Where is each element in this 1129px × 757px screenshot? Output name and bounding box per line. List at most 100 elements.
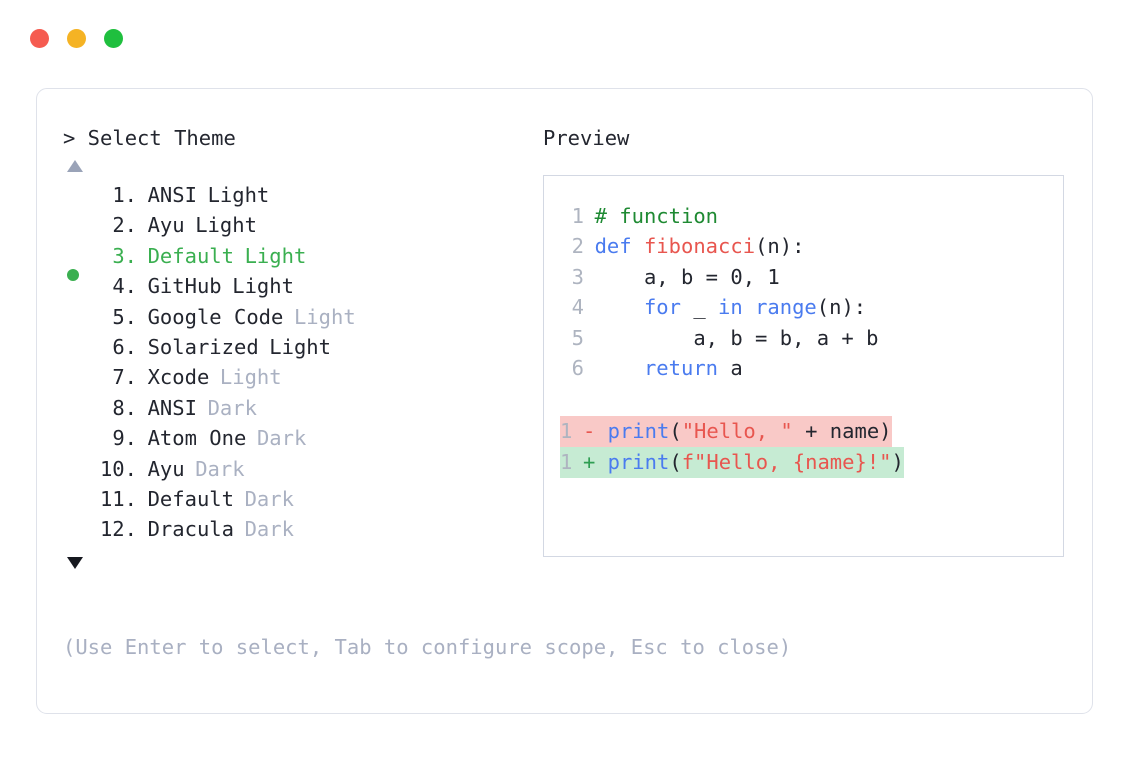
- theme-list-item[interactable]: 4. GitHub Light: [63, 274, 533, 304]
- theme-list-item[interactable]: 6. Solarized Light: [63, 335, 533, 365]
- minimize-window-button[interactable]: [67, 28, 86, 48]
- theme-list-item[interactable]: 11. Default Dark: [63, 487, 533, 517]
- code-token: f"Hello, {name}!": [681, 449, 892, 474]
- keyboard-hint: (Use Enter to select, Tab to configure s…: [63, 635, 792, 659]
- code-line-text: # function: [595, 204, 718, 228]
- code-line-text: def fibonacci(n):: [595, 234, 805, 258]
- code-line: 4 for _ in range(n):: [560, 295, 1063, 325]
- code-line-number: 2: [571, 234, 584, 259]
- theme-item-index: 4.: [112, 274, 137, 299]
- diff-sample: 1- print("Hello, " + name)1+ print(f"Hel…: [544, 416, 1063, 478]
- code-token: (: [669, 449, 682, 474]
- preview-title: Preview: [543, 126, 630, 150]
- code-token: range: [755, 295, 817, 320]
- diff-line-number: 1: [560, 449, 573, 474]
- diff-line-add: 1+ print(f"Hello, {name}!"): [560, 446, 1063, 478]
- code-token: print: [607, 449, 670, 474]
- code-token: [595, 356, 644, 380]
- code-token: a: [718, 355, 743, 380]
- code-token: a, b = b, a + b: [594, 325, 879, 350]
- preview-panel: Preview 1 # function 2 def fibonacci(n): 3 a…: [543, 125, 1068, 557]
- theme-item-variant: Light: [207, 183, 270, 207]
- theme-item-variant: Dark: [207, 395, 257, 420]
- theme-item-variant: Dark: [256, 426, 307, 451]
- theme-item-name: ANSI: [147, 395, 197, 420]
- theme-item-index: 11.: [99, 486, 137, 511]
- code-token: ): [891, 449, 904, 474]
- code-line-number: 1: [571, 204, 584, 228]
- code-line: 1 # function: [560, 204, 1063, 234]
- code-line: 3 a, b = 0, 1: [560, 265, 1063, 295]
- code-token: fibonacci: [643, 234, 756, 259]
- theme-item-variant: Light: [232, 274, 294, 299]
- theme-item-variant: Light: [244, 243, 307, 268]
- theme-item-name: ANSI: [147, 183, 197, 207]
- theme-item-name: GitHub: [147, 274, 222, 299]
- diff-sign: -: [582, 419, 608, 444]
- code-token: for: [643, 295, 681, 320]
- diff-line-content: 1+ print(f"Hello, {name}!"): [560, 446, 904, 478]
- code-line-number: 3: [571, 264, 584, 289]
- code-token: 0: [730, 264, 743, 289]
- window-titlebar: [0, 0, 1129, 76]
- code-token: (: [669, 419, 682, 444]
- theme-item-name: Default: [147, 486, 234, 511]
- code-line-number: 5: [571, 325, 584, 350]
- code-token: 1: [767, 264, 780, 289]
- triangle-up-icon: [67, 160, 83, 172]
- theme-item-variant: Dark: [244, 486, 294, 511]
- theme-list-item[interactable]: 1. ANSI Light: [63, 183, 533, 213]
- diff-line-text: print("Hello, " + name): [608, 419, 892, 443]
- code-token: [743, 295, 755, 319]
- code-line: 5 a, b = b, a + b: [560, 326, 1063, 356]
- theme-item-name: Ayu: [147, 456, 185, 481]
- close-window-button[interactable]: [30, 28, 49, 48]
- diff-line-del: 1- print("Hello, " + name): [560, 416, 1063, 448]
- diff-line-content: 1- print("Hello, " + name): [560, 416, 892, 448]
- theme-item-name: Solarized: [147, 334, 259, 359]
- code-line-text: a, b = b, a + b: [594, 325, 879, 350]
- theme-item-index: 2.: [112, 213, 137, 238]
- code-token: [595, 295, 644, 319]
- code-line-text: return a: [595, 356, 743, 380]
- scroll-down-indicator[interactable]: [63, 548, 533, 578]
- code-token: ,: [742, 264, 768, 289]
- code-token: _: [681, 295, 719, 320]
- code-token: (n):: [755, 234, 805, 259]
- code-token: in: [718, 295, 743, 320]
- theme-item-variant: Dark: [244, 517, 294, 542]
- theme-item-index: 7.: [112, 365, 137, 390]
- selected-bullet-icon: [67, 268, 79, 281]
- code-line-number: 4: [571, 295, 584, 320]
- code-line-text: a, b = 0, 1: [595, 265, 780, 289]
- code-line-text: for _ in range(n):: [595, 295, 867, 320]
- theme-item-index: 5.: [112, 304, 137, 329]
- code-sample: 1 # function 2 def fibonacci(n): 3 a, b = 0,…: [544, 204, 1063, 386]
- theme-item-index: 1.: [112, 183, 137, 207]
- code-line-number: 6: [571, 355, 584, 380]
- traffic-light-group: [30, 28, 123, 48]
- code-token: (n):: [816, 295, 867, 320]
- theme-item-index: 6.: [112, 334, 137, 359]
- theme-item-index: 3.: [112, 243, 137, 268]
- maximize-window-button[interactable]: [104, 28, 123, 48]
- code-token: a, b =: [594, 264, 731, 289]
- scroll-up-indicator[interactable]: [63, 151, 533, 181]
- theme-list-item[interactable]: 9. Atom One Dark: [63, 426, 533, 456]
- theme-item-variant: Light: [293, 304, 356, 329]
- theme-item-variant: Light: [269, 334, 331, 359]
- theme-item-index: 9.: [112, 426, 137, 451]
- theme-item-name: Atom One: [147, 426, 247, 451]
- theme-item-variant: Dark: [195, 456, 245, 481]
- code-token: return: [643, 355, 719, 380]
